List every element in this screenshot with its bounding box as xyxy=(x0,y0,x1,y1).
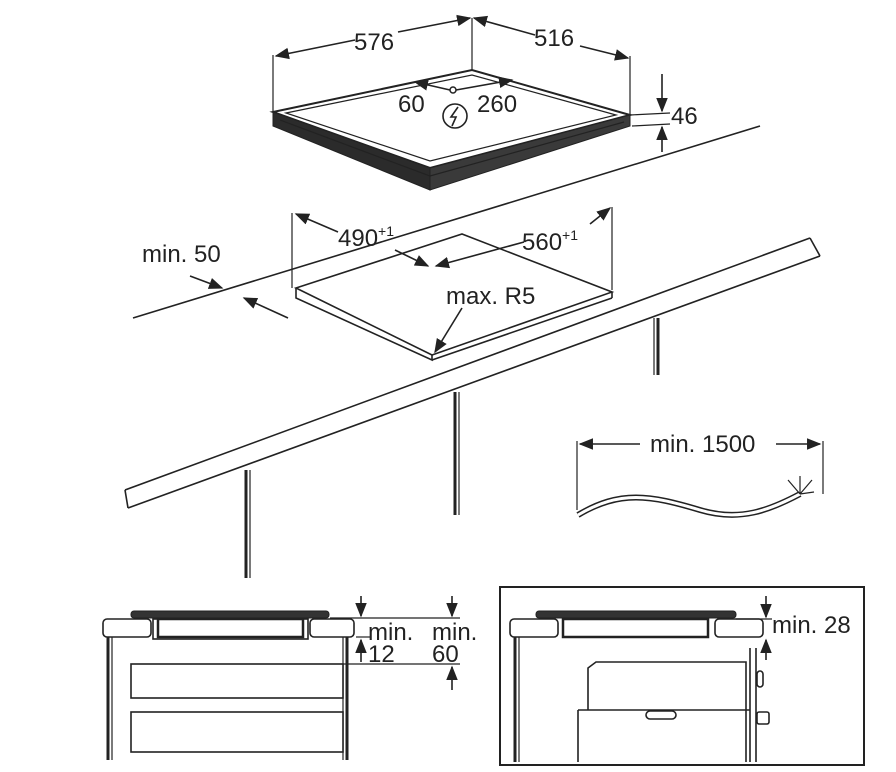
hob-depth-label: 516 xyxy=(534,25,574,52)
max-radius-label: max. R5 xyxy=(446,283,535,310)
hob-section-left xyxy=(130,610,330,619)
hob-3d-view: 576 516 60 260 46 xyxy=(269,14,698,191)
hob-height-label: 46 xyxy=(671,103,698,130)
drawer-front-1 xyxy=(130,663,344,699)
cable-length-label: min. 1500 xyxy=(650,431,755,458)
side-view-drawers: min. 12 min. 60 xyxy=(102,596,477,760)
worktop-cutout-view: 490+1 560+1 min. 50 max. R5 xyxy=(124,125,821,578)
min-edge-label: min. 50 xyxy=(142,241,221,268)
gap-b-label-2: 60 xyxy=(432,641,459,668)
power-cable xyxy=(576,491,802,518)
power-connection-icon xyxy=(442,103,468,129)
oven-handle xyxy=(645,710,677,720)
gap-a-label-1: min. xyxy=(368,619,413,646)
hob-width-label: 576 xyxy=(354,29,394,56)
gap-b-label-1: min. xyxy=(432,619,477,646)
oven-body xyxy=(587,661,747,762)
conn-left-label: 60 xyxy=(398,91,425,118)
side-view-oven: min. 28 xyxy=(499,586,865,766)
conn-right-label: 260 xyxy=(477,91,517,118)
cutout-depth-label: 560+1 xyxy=(522,227,578,256)
hob-section-right xyxy=(535,610,737,619)
worktop-front-edge xyxy=(124,237,811,491)
worktop-back-edge xyxy=(132,125,761,319)
drawer-front-2 xyxy=(130,711,344,753)
cable-view: min. 1500 xyxy=(576,431,824,518)
gap-oven-label: min. 28 xyxy=(772,612,851,639)
gap-a-label-2: 12 xyxy=(368,641,395,668)
cutout-width-label: 490+1 xyxy=(338,223,394,252)
